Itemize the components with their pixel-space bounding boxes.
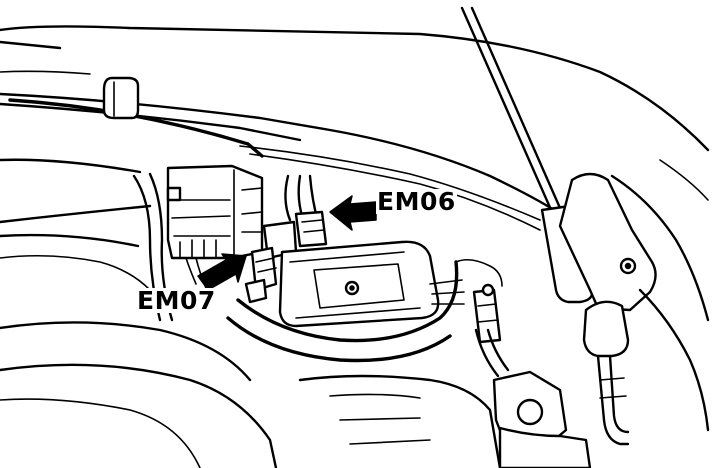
cowl-panel-mid [0,102,302,142]
hose-small-right-2 [486,328,510,372]
control-module-face [313,263,405,309]
relay-block [166,164,264,260]
control-module-edge [289,251,421,319]
hood-lower-edge [0,40,62,50]
cowl-panel-top [0,92,562,216]
cowl-panel-lower [239,145,541,221]
harness-tube-top [236,260,459,343]
harness-tube-bottom [226,316,452,363]
shock-bracket [599,377,627,399]
callout-em07: EM07 [136,286,217,315]
module-mounting-bolt-center [349,285,355,291]
fender-right-edge [659,159,709,201]
engine-cover-left [0,321,252,382]
em07-plug-ribs [255,257,277,273]
fender-right-inner [638,288,710,432]
engine-cover-curve [0,363,278,468]
hood-inner-line [0,70,91,75]
fender-left-panel [0,254,151,291]
engine-block-detail [329,393,431,445]
relay-block-tabs [179,239,217,259]
shock-rod-inner [608,354,630,434]
relay-block-lines [171,169,263,257]
right-bracket-lines [477,303,499,323]
hood-bumper [102,76,140,120]
intake-pipe [498,426,592,468]
strut-bolt-center [624,262,632,270]
hose-small-right [474,328,500,378]
hood-upper-edge [0,25,710,152]
shock-mount [582,300,630,358]
relay-clip [166,186,182,202]
em06-connector-shade [301,219,325,233]
em07-arrow [197,253,247,291]
em06-arrow [329,195,377,231]
callout-em06: EM06 [376,187,457,216]
fender-left-top [0,158,142,174]
engine-cover-inner [0,398,201,468]
fender-left-inner [0,204,152,224]
bracket-bolt [481,283,495,297]
cowl-seal [249,153,541,231]
em06-connector [294,210,328,248]
prop-rod-left [460,6,554,214]
wire-bundle-left-1 [185,257,197,285]
engine-block [298,374,502,468]
throttle-body-port [516,398,544,426]
fender-left-lower [0,233,140,248]
strut-tower [558,172,657,312]
em07-plug-tip [244,278,268,304]
harness-wires-right [429,279,465,305]
prop-rod-right [470,6,562,210]
sensor-wires [455,258,503,287]
shock-rod [596,354,630,446]
fender-right-line [610,174,710,322]
